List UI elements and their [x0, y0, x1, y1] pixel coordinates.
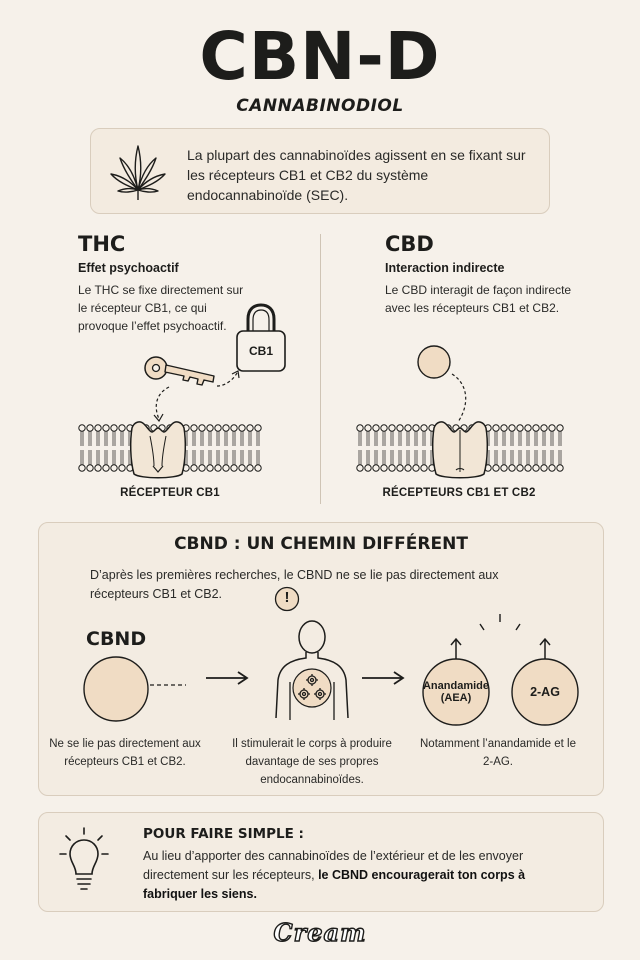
thc-subtitle: Effet psychoactif	[78, 261, 179, 275]
cbnd-molecule-label: CBND	[86, 628, 147, 650]
2ag-circle	[511, 658, 579, 726]
page-title: CBN-D	[199, 18, 441, 95]
cb1-cb2-receptor	[431, 421, 489, 479]
cbd-subtitle: Interaction indirecte	[385, 261, 505, 275]
2ag-label: 2-AG	[530, 685, 560, 699]
column-divider	[320, 234, 321, 504]
key-icon	[144, 356, 215, 386]
arrow-right-icon	[362, 671, 405, 685]
brand-logo: Cream	[273, 917, 367, 947]
cbnd-heading: CBND : UN CHEMIN DIFFÉRENT	[174, 534, 468, 554]
step1-caption: Ne se lie pas directement aux récepteurs…	[49, 738, 201, 768]
human-body-icon	[275, 620, 349, 720]
summary-text-plain: Au lieu d’apporter des cannabinoïdes de …	[143, 849, 524, 882]
sparkle-lines	[479, 614, 521, 631]
up-arrow-icon	[539, 637, 551, 659]
arrow-right-icon	[206, 671, 249, 685]
summary-heading: POUR FAIRE SIMPLE :	[143, 826, 304, 842]
thc-title: THC	[78, 232, 126, 256]
key-to-receptor-arrow	[153, 386, 170, 423]
intro-text: La plupart des cannabinoïdes agissent en…	[187, 147, 526, 203]
no-binding-dashes	[150, 684, 186, 686]
summary-panel	[38, 812, 604, 912]
cbnd-intro-text: D’après les premières recherches, le CBN…	[90, 568, 499, 601]
key-to-lock-arrow	[216, 370, 240, 387]
lock-label: CB1	[248, 344, 273, 358]
intro-panel	[90, 128, 550, 214]
alert-icon	[274, 586, 300, 612]
anandamide-circle	[422, 658, 490, 726]
thc-description: Le THC se fixe directement sur le récept…	[78, 283, 244, 333]
step2-caption: Il stimulerait le corps à produire davan…	[232, 738, 392, 786]
up-arrow-icon	[450, 637, 462, 659]
gears-icon	[298, 674, 326, 700]
anandamide-label: Anandamide (AEA)	[422, 680, 489, 704]
cbd-receptor-caption: RÉCEPTEURS CB1 ET CB2	[382, 487, 536, 499]
summary-text-bold: le CBND encouragerait ton corps à fabriq…	[143, 868, 526, 901]
cbnd-molecule	[83, 656, 149, 722]
padlock-icon	[236, 303, 286, 372]
cbd-description: Le CBD interagit de façon indirecte avec…	[385, 283, 572, 315]
step3-caption: Notamment l’anandamide et le 2-AG.	[420, 738, 576, 768]
page-subtitle: CANNABINODIOL	[236, 96, 404, 116]
summary-text: Au lieu d’apporter des cannabinoïdes de …	[143, 847, 553, 904]
alert-symbol: !	[284, 589, 290, 606]
cannabis-leaf-icon	[110, 145, 166, 200]
cbd-title: CBD	[385, 232, 434, 256]
lightbulb-icon	[59, 827, 109, 890]
cb1-receptor	[129, 421, 187, 479]
cbd-molecule	[417, 345, 451, 379]
thc-receptor-caption: RÉCEPTEUR CB1	[120, 487, 220, 499]
